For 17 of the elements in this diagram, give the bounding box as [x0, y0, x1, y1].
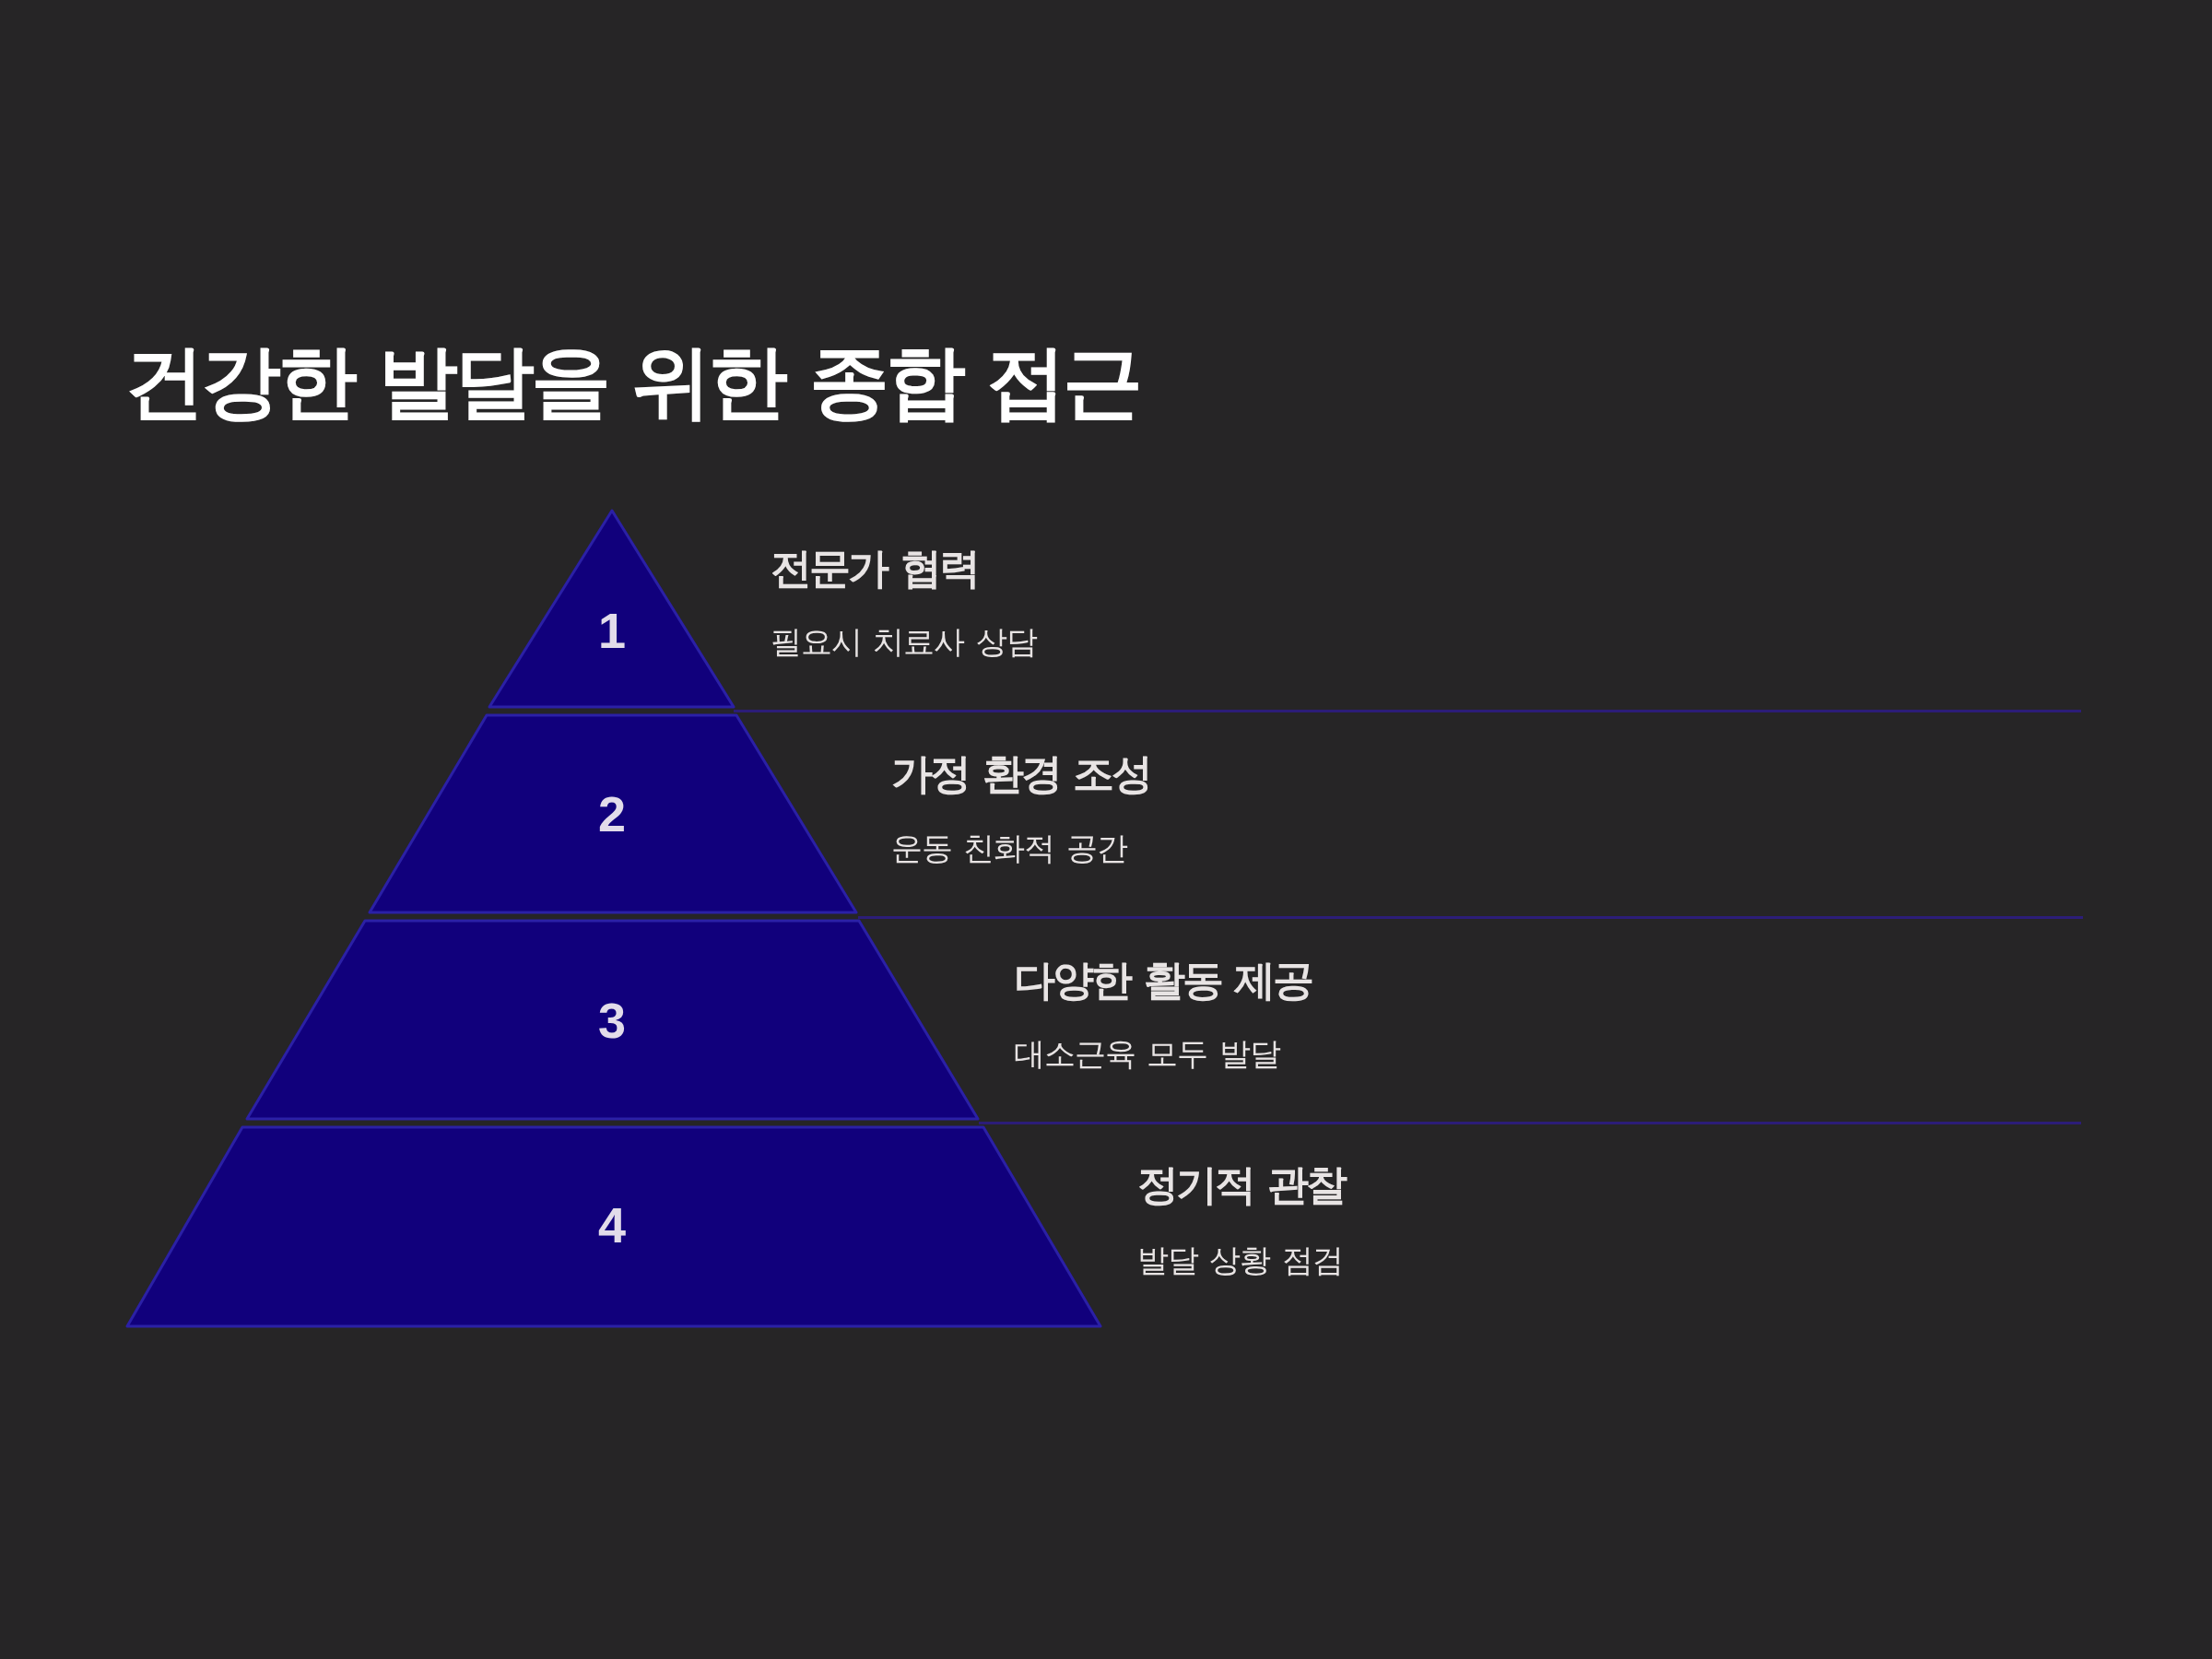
pyramid-layer [489, 511, 734, 707]
layer-number: 2 [598, 789, 626, 839]
step-heading: 전문가 협력 [771, 544, 978, 594]
step-description: 운동 친화적 공간 [891, 829, 1127, 867]
step-description: 필요시 치료사 상담 [771, 622, 1037, 661]
step-heading: 가정 환경 조성 [891, 749, 1150, 799]
step-heading: 다양한 활동 제공 [1014, 956, 1312, 1006]
pyramid-layer [127, 1127, 1100, 1326]
layer-number: 1 [598, 606, 626, 655]
layer-number: 3 [598, 995, 626, 1045]
layer-number: 4 [598, 1200, 626, 1250]
pyramid-layer [370, 715, 856, 912]
step-description: 대소근육 모두 발달 [1014, 1034, 1280, 1073]
step-description: 발달 상황 점검 [1137, 1241, 1343, 1279]
title: 건강한 발달을 위한 종합 접근 [124, 335, 1139, 428]
step-heading: 정기적 관찰 [1137, 1160, 1345, 1210]
pyramid-layer [247, 921, 978, 1119]
